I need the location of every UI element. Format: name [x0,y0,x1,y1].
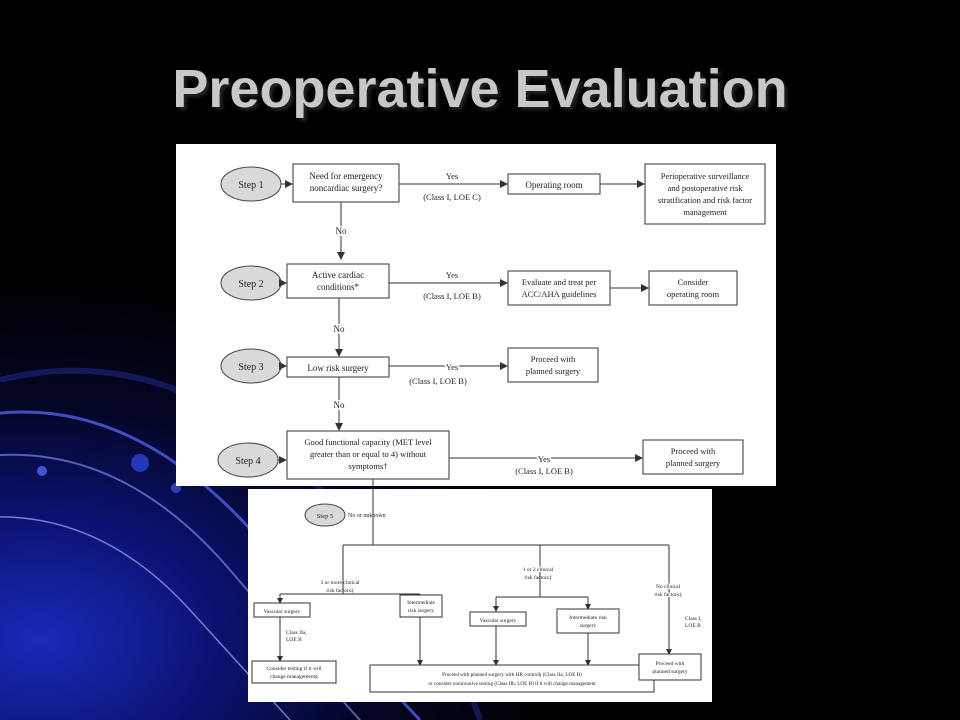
step3-yes-class: (Class I, LOE B) [409,376,467,386]
flowchart-bottom: Step 5 No or unknown 3 or more clinical … [251,489,702,693]
step3-no: No [334,400,345,410]
step1-outcome-box [644,163,766,225]
step1-no: No [336,226,347,236]
proceed-beta-line1: Proceed with planned surgery with HR con… [442,671,582,678]
step2-outcome-line1: Consider [678,277,709,287]
class-1-line2: LOE B [685,623,701,629]
step1-question-line2: noncardiac surgery? [310,183,383,193]
intermediate1-line2: risk surgery [408,608,434,614]
step3-question: Low risk surgery [307,363,369,373]
step1-question-line1: Need for emergency [309,171,383,181]
step4-question-line2: greater than or equal to 4) without [310,449,427,459]
step4-result-line1: Proceed with [671,446,716,456]
step5-condition: No or unknown [348,513,386,519]
step4-result-box [642,439,744,475]
step4-question-line3: symptoms† [348,461,387,471]
step3-yes: Yes [446,362,458,372]
step4-question-box [286,430,450,480]
proceed-line2: planned surgery [652,669,687,675]
step3-result-line2: planned surgery [526,366,581,376]
step5-label: Step 5 [317,513,333,520]
step2-no: No [334,324,345,334]
flowchart-bottom-panel: Step 5 No or unknown 3 or more clinical … [248,489,712,702]
step2-result-box [507,270,611,306]
vascular1-box [253,602,311,618]
vascular2-box [469,611,527,627]
step4-yes-class: (Class I, LOE B) [515,466,573,476]
step1-outcome-line2: and postoperative risk [667,183,743,193]
step2-label: Step 2 [238,279,263,290]
step2-yes: Yes [446,270,458,280]
proceed-line1: Proceed with [656,661,685,667]
step2-question-line1: Active cardiac [312,270,364,280]
branch1-line1: 3 or more clinical [321,580,360,586]
branch1-line2: risk factors‡ [326,587,354,594]
step2-question-line2: conditions* [317,282,359,292]
step1-yes: Yes [446,171,458,181]
vascular2: Vascular surgery [480,618,517,624]
intermediate2-box [556,608,620,634]
step2-result-line2: ACC/AHA guidelines [522,289,597,299]
step3-result-line1: Proceed with [531,354,576,364]
step3-question-box [286,356,390,378]
branch2-line2: risk factors‡ [524,574,552,581]
intermediate1-box [399,594,443,618]
consider-box [251,660,337,684]
flowchart-top-panel: Step 1 Need for emergency noncardiac sur… [176,144,776,486]
step4-yes: Yes [538,454,550,464]
step5-oval [304,503,346,527]
step2-outcome-line2: operating room [667,289,720,299]
step2-yes-class: (Class I, LOE B) [423,291,481,301]
slide-title: Preoperative Evaluation [172,59,788,119]
consider-line2: change management§ [270,674,318,680]
class-2a-line1: Class IIa, [286,630,307,636]
step2-question-box [286,263,390,299]
proceed-beta-line2: or consider noninvasive testing (Class I… [428,680,596,687]
step2-outcome-box [648,270,738,306]
step4-label: Step 4 [235,456,260,467]
step1-yes-class: (Class I, LOE C) [423,192,481,202]
branch2-line1: 1 or 2 clinical [523,567,554,573]
step3-result-box [507,347,599,383]
step1-outcome-line4: management [683,207,727,217]
step1-outcome-line3: stratification and risk factor [658,195,752,205]
step1-question-box [292,163,400,203]
step4-question-line1: Good functional capacity (MET level [304,437,432,447]
step1-label: Step 1 [238,180,263,191]
proceed-beta-box [369,664,655,693]
vascular1: Vascular surgery [264,609,301,615]
branch3-line1: No clinical [656,584,681,590]
proceed-box [638,653,702,681]
class-1-line1: Class I, [685,616,702,622]
class-2a-line2: LOE B [286,637,302,643]
intermediate2-line2: surgery [580,623,597,629]
step1-result: Operating room [525,180,582,190]
step2-result-line1: Evaluate and treat per [522,277,597,287]
step1-outcome-line1: Perioperative surveillance [661,171,750,181]
step4-result-line2: planned surgery [666,458,721,468]
flowchart-top: Step 1 Need for emergency noncardiac sur… [217,163,766,486]
branch3-line2: risk factors‡ [654,591,682,598]
intermediate1-line1: Intermediate [407,600,435,606]
consider-line1: Consider testing if it will [267,665,322,672]
intermediate2-line1: Intermediate risk [569,615,607,621]
step3-label: Step 3 [238,362,263,373]
